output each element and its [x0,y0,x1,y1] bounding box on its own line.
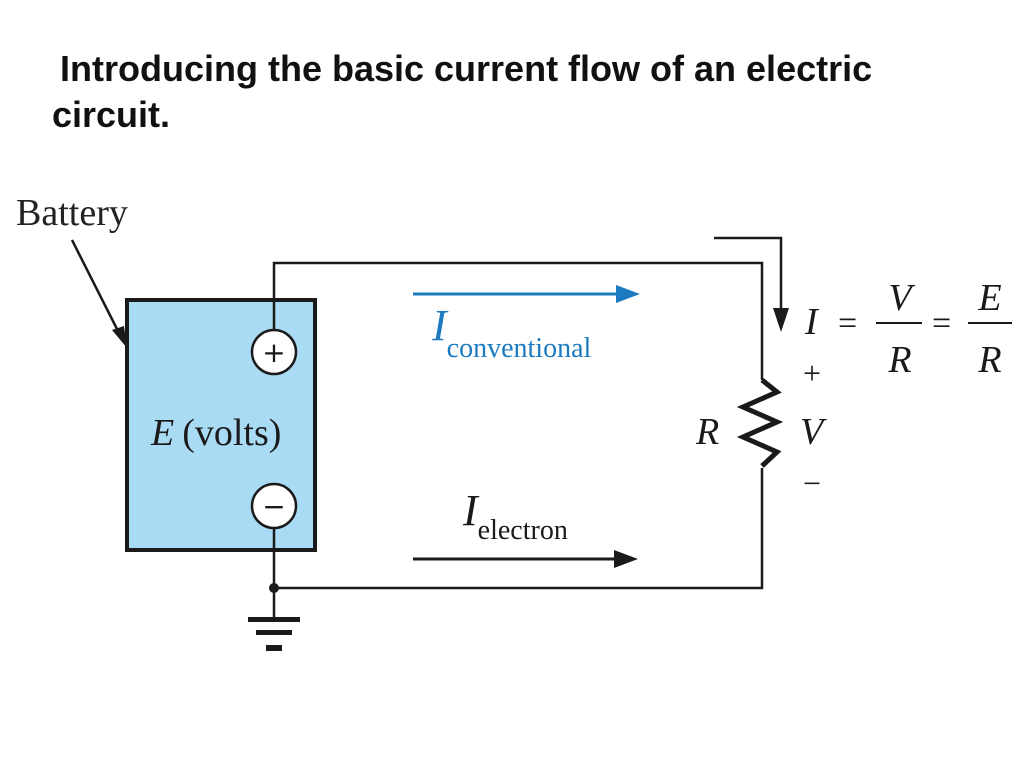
positive-terminal [250,328,298,376]
conventional-current-arrowhead [616,285,640,303]
equation-r-denominator-2: R [977,339,1001,381]
bottom-wire [272,468,764,590]
voltage-plus-sign: + [803,355,821,391]
ohms-law-equation: I = V R = E R [804,277,1012,381]
slide-title-line-2: circuit. [52,94,171,135]
source-label: E(volts) [150,412,281,454]
resistor-zigzag [736,378,784,468]
conventional-current-subscript: conventional [447,333,592,364]
equation-equals-2: = [932,305,951,342]
conventional-current-symbol: I [431,301,449,350]
electron-current-arrowhead [614,550,638,568]
slide-title: Introducing the basic current flow of an… [52,46,952,138]
electron-current-subscript: electron [478,515,568,546]
battery-pointer-arrowhead [112,326,127,348]
battery-label: Battery [16,192,128,234]
voltage-minus-sign: − [803,465,821,501]
conventional-current-label: Iconventional [431,301,591,364]
equation-r-denominator-1: R [887,339,911,381]
battery-pointer-line [70,239,122,336]
voltage-label: V [800,411,827,453]
electron-current-symbol: I [462,486,480,535]
resistor-label: R [695,411,719,453]
negative-terminal [250,482,298,530]
electron-current-label: Ielectron [462,486,568,546]
source-unit: (volts) [182,412,281,454]
equation-e-numerator: E [977,277,1001,319]
minus-sign: − [262,490,285,523]
current-indicator-arrowhead [773,308,789,332]
plus-sign: + [262,336,285,369]
equation-v-numerator: V [888,277,915,319]
equation-equals-1: = [838,305,857,342]
top-wire [272,261,764,380]
slide-title-line-1: Introducing the basic current flow of an… [60,48,873,89]
current-indicator-line [714,236,783,318]
ground-icon [248,617,300,651]
equation-current: I [804,301,820,343]
source-symbol: E [150,412,174,454]
